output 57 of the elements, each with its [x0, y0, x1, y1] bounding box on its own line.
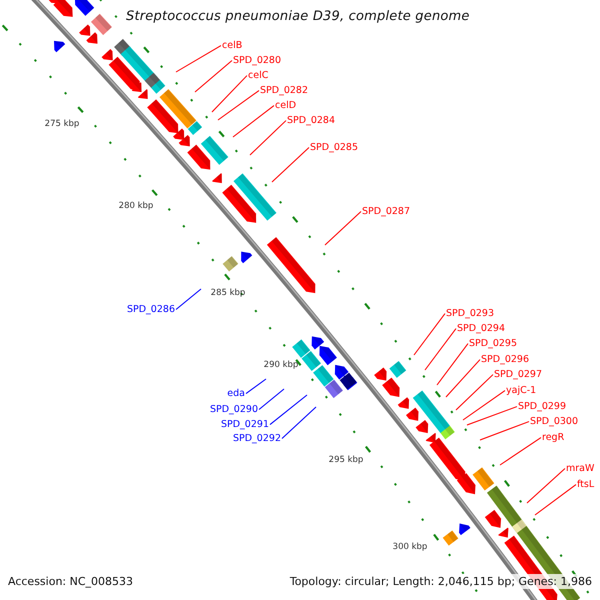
leader-line — [218, 90, 260, 120]
leader-line — [500, 437, 542, 466]
gene-label: SPD_0290 — [210, 404, 258, 414]
gene-label: SPD_0286 — [126, 304, 175, 314]
tick-label: 285 kbp — [210, 288, 246, 298]
accession-text: Accession: NC_008533 — [8, 574, 134, 589]
gene-label: SPD_0293 — [446, 308, 494, 318]
gene-label: SPD_0294 — [457, 322, 506, 334]
leader-line — [176, 288, 202, 310]
gene-label: SPD_0299 — [518, 400, 566, 412]
gene-label: celC — [248, 70, 268, 80]
leader-line — [414, 313, 446, 356]
leader-line — [212, 75, 248, 112]
gene-label: celD — [275, 100, 296, 110]
gene-label: SPD_0291 — [220, 418, 269, 430]
gene-label: SPD_0287 — [362, 206, 410, 216]
gene-label: SPD_0297 — [494, 368, 542, 380]
gene-label: mraW — [566, 462, 594, 474]
title: Streptococcus pneumoniae D39, complete genome — [126, 9, 470, 24]
tick-label: 300 kbp — [392, 542, 428, 552]
leader-line — [424, 328, 456, 370]
leader-line — [282, 406, 316, 440]
leader-line — [462, 390, 506, 420]
gene-label: SPD_0284 — [287, 114, 336, 126]
genome-summary-text: Topology: circular; Length: 2,046,115 bp; Genes: 1,986 — [290, 574, 592, 589]
gene-label: SPD_0295 — [469, 338, 518, 348]
leader-line — [272, 147, 310, 182]
leader-line — [194, 60, 232, 92]
tick-label: 295 kbp — [328, 455, 364, 465]
tick-label: 275 kbp — [44, 119, 80, 129]
leader-line — [480, 421, 530, 440]
tick-label: 290 kbp — [264, 360, 298, 370]
gene-label: eda — [227, 388, 245, 398]
gene-label: SPD_0292 — [232, 432, 281, 444]
leader-line — [446, 359, 480, 398]
leader-line — [436, 343, 468, 386]
gene-label: ftsL — [577, 478, 594, 490]
gene-label: SPD_0296 — [481, 354, 530, 364]
gene-label: SPD_0285 — [310, 142, 358, 152]
leader-line — [232, 105, 274, 138]
gene-label: SPD_0280 — [233, 54, 282, 66]
gene-label: celB — [222, 40, 242, 50]
gene-label: yajC-1 — [506, 384, 536, 396]
leader-line — [534, 484, 576, 516]
leader-line — [176, 45, 222, 72]
leader-line — [526, 468, 566, 504]
tick-label: 280 kbp — [118, 201, 154, 211]
gene-label: SPD_0282 — [260, 84, 308, 96]
leader-line — [246, 378, 266, 394]
leader-line — [456, 374, 494, 410]
gene-label: regR — [542, 432, 564, 442]
gene-label: SPD_0300 — [530, 416, 578, 426]
leader-line — [466, 406, 518, 426]
leader-line — [324, 211, 362, 246]
leader-line — [250, 120, 286, 156]
leader-line — [258, 388, 284, 410]
leader-line — [270, 394, 308, 426]
